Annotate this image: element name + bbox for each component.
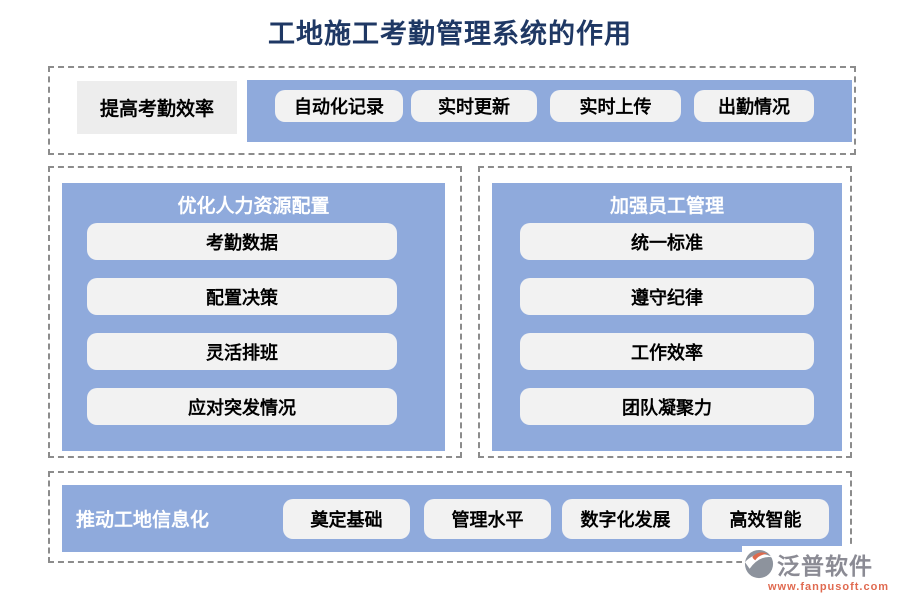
chip-emergency-response[interactable]: 应对突发情况 [87,388,397,425]
section-improve-attendance-efficiency: 提高考勤效率 自动化记录 实时更新 实时上传 出勤情况 [48,66,856,155]
brand-website-link[interactable]: www.fanpusoft.com [768,581,890,593]
fanpu-logo-icon [744,549,774,579]
chip-allocation-decision[interactable]: 配置决策 [87,278,397,315]
chip-attendance-status[interactable]: 出勤情况 [694,90,814,122]
chip-automated-recording[interactable]: 自动化记录 [275,90,403,122]
right-panel-header: 加强员工管理 [609,196,724,217]
chip-management-level[interactable]: 管理水平 [424,499,551,539]
chip-unified-standards[interactable]: 统一标准 [520,223,814,260]
chip-realtime-upload[interactable]: 实时上传 [550,90,681,122]
top-blue-band: 自动化记录 实时更新 实时上传 出勤情况 [247,80,852,142]
brand-logo: 泛普软件 www.fanpusoft.com [742,546,898,594]
bottom-blue-band: 推动工地信息化 奠定基础 管理水平 数字化发展 高效智能 [62,485,842,552]
section-strengthen-employee-management: 加强员工管理 统一标准 遵守纪律 工作效率 团队凝聚力 [478,166,852,458]
right-blue-panel: 加强员工管理 统一标准 遵守纪律 工作效率 团队凝聚力 [492,183,842,451]
chip-foundation[interactable]: 奠定基础 [283,499,410,539]
page-title: 工地施工考勤管理系统的作用 [268,19,632,49]
brand-name: 泛普软件 [777,554,873,579]
chip-attendance-data[interactable]: 考勤数据 [87,223,397,260]
chip-digital-development[interactable]: 数字化发展 [562,499,689,539]
section-promote-site-informatization: 推动工地信息化 奠定基础 管理水平 数字化发展 高效智能 [48,471,852,563]
section-optimize-hr-allocation: 优化人力资源配置 考勤数据 配置决策 灵活排班 应对突发情况 [48,166,462,458]
left-panel-header: 优化人力资源配置 [177,196,330,217]
bottom-category-label: 推动工地信息化 [76,510,210,531]
top-category-label: 提高考勤效率 [77,81,237,134]
chip-flexible-scheduling[interactable]: 灵活排班 [87,333,397,370]
chip-discipline-compliance[interactable]: 遵守纪律 [520,278,814,315]
left-blue-panel: 优化人力资源配置 考勤数据 配置决策 灵活排班 应对突发情况 [62,183,445,451]
chip-work-efficiency[interactable]: 工作效率 [520,333,814,370]
chip-efficient-intelligence[interactable]: 高效智能 [702,499,829,539]
chip-team-cohesion[interactable]: 团队凝聚力 [520,388,814,425]
chip-realtime-update[interactable]: 实时更新 [411,90,537,122]
